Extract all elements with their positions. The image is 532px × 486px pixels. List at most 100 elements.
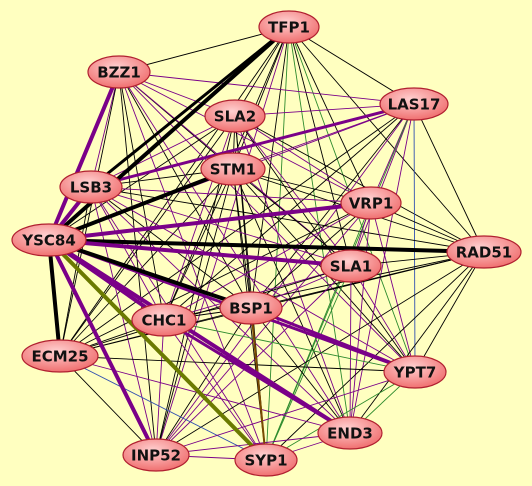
node-label: YSC84 — [21, 232, 76, 250]
node-ellipse — [383, 355, 447, 389]
edge-ecm25-end3 — [59, 355, 351, 434]
node-sla1[interactable]: SLA1 — [320, 249, 382, 283]
edge-bzz1-ypt7 — [118, 71, 416, 373]
edge-ysc84-inp52 — [47, 238, 158, 457]
edge-tfp1-vrp1 — [288, 26, 372, 204]
node-ellipse — [234, 443, 298, 477]
node-ysc84[interactable]: YSC84 — [11, 223, 87, 257]
edge-bzz1-inp52 — [118, 71, 157, 456]
node-layer: TFP1BZZ1SLA2LAS17STM1LSB3VRP1YSC84RAD51S… — [11, 10, 522, 477]
node-ellipse — [122, 438, 190, 472]
node-bsp1[interactable]: BSP1 — [219, 291, 283, 325]
edge-vrp1-inp52 — [155, 202, 372, 456]
edge-bsp1-ypt7 — [249, 306, 417, 374]
node-ellipse — [340, 186, 402, 220]
edge-lsb3-sla1 — [90, 186, 352, 267]
node-sla2[interactable]: SLA2 — [204, 99, 266, 133]
edge-chc1-ypt7 — [163, 319, 416, 373]
node-chc1[interactable]: CHC1 — [131, 303, 197, 337]
node-ellipse — [87, 55, 151, 89]
edge-ecm25-syp1 — [59, 355, 267, 461]
edge-las17-end3 — [349, 103, 415, 434]
edge-bzz1-bsp1 — [118, 71, 252, 309]
node-ellipse — [59, 170, 123, 204]
edge-bzz1-vrp1 — [118, 71, 372, 204]
node-label: STM1 — [210, 161, 256, 179]
edge-las17-sla1 — [350, 103, 415, 267]
node-label: END3 — [327, 425, 373, 443]
node-label: LSB3 — [70, 179, 112, 197]
edge-lsb3-ypt7 — [90, 186, 416, 373]
edge-ysc84-bsp1 — [47, 238, 253, 310]
edge-lsb3-bsp1 — [90, 186, 252, 309]
node-ellipse — [379, 87, 449, 121]
edge-ysc84-sla1 — [47, 238, 353, 268]
edge-las17-ecm25 — [59, 103, 415, 357]
edge-ysc84-bzz1 — [47, 70, 121, 242]
node-ellipse — [219, 291, 283, 325]
edge-rad51-inp52 — [155, 251, 485, 456]
edge-vrp1-ecm25 — [59, 202, 372, 357]
edge-ysc84-syp1 — [47, 238, 268, 462]
edge-sla2-sla1 — [234, 115, 352, 267]
node-ellipse — [200, 152, 266, 186]
edge-tfp1-inp52 — [155, 26, 290, 456]
node-ypt7[interactable]: YPT7 — [383, 355, 447, 389]
node-label: LAS17 — [388, 96, 441, 114]
edge-lsb3-ecm25 — [59, 186, 92, 357]
node-syp1[interactable]: SYP1 — [234, 443, 298, 477]
node-label: BSP1 — [229, 300, 273, 318]
node-tfp1[interactable]: TFP1 — [258, 10, 320, 44]
edge-stm1-inp52 — [155, 168, 234, 456]
node-label: INP52 — [131, 447, 181, 465]
edge-rad51-end3 — [349, 251, 485, 434]
node-label: YPT7 — [393, 364, 437, 382]
edge-sla2-ysc84 — [48, 115, 236, 241]
node-label: SLA2 — [214, 108, 256, 126]
edge-bzz1-ecm25 — [59, 71, 120, 357]
edge-ypt7-inp52 — [155, 371, 416, 456]
node-rad51[interactable]: RAD51 — [446, 235, 522, 269]
node-las17[interactable]: LAS17 — [379, 87, 449, 121]
edge-lsb3-vrp1 — [90, 186, 372, 204]
node-stm1[interactable]: STM1 — [200, 152, 266, 186]
node-ellipse — [21, 339, 99, 373]
edge-vrp1-ypt7 — [370, 202, 416, 373]
edge-las17-ypt7 — [413, 103, 416, 373]
edge-vrp1-end3 — [349, 202, 372, 434]
node-label: BZZ1 — [97, 64, 141, 82]
edge-sla2-lsb3 — [90, 115, 236, 188]
node-label: ECM25 — [31, 348, 88, 366]
edge-tfp1-stm1 — [232, 26, 290, 170]
edge-ysc84-tfp1 — [47, 25, 291, 242]
node-ecm25[interactable]: ECM25 — [21, 339, 99, 373]
node-bzz1[interactable]: BZZ1 — [87, 55, 151, 89]
edge-lsb3-las17 — [89, 102, 416, 189]
edge-chc1-inp52 — [155, 319, 165, 456]
edge-lsb3-inp52 — [90, 186, 157, 456]
node-ellipse — [320, 249, 382, 283]
node-label: CHC1 — [141, 312, 186, 330]
node-label: RAD51 — [456, 244, 512, 262]
edge-bzz1-syp1 — [118, 71, 267, 461]
edge-tfp1-sla1 — [288, 26, 352, 267]
node-lsb3[interactable]: LSB3 — [59, 170, 123, 204]
edge-ypt7-syp1 — [265, 371, 416, 461]
node-ellipse — [11, 223, 87, 257]
node-inp52[interactable]: INP52 — [122, 438, 190, 472]
node-label: TFP1 — [268, 19, 310, 37]
edge-chc1-syp1 — [163, 319, 267, 461]
node-vrp1[interactable]: VRP1 — [340, 186, 402, 220]
edge-rad51-ypt7 — [414, 251, 485, 373]
node-ellipse — [258, 10, 320, 44]
node-end3[interactable]: END3 — [317, 416, 383, 450]
edge-ysc84-end3 — [47, 238, 352, 435]
node-label: VRP1 — [349, 195, 394, 213]
edge-ysc84-rad51 — [47, 238, 486, 254]
edge-stm1-ecm25 — [59, 168, 234, 357]
edge-rad51-chc1 — [163, 251, 485, 321]
edge-sla1-inp52 — [155, 265, 352, 456]
edge-sla1-ypt7 — [350, 265, 416, 373]
